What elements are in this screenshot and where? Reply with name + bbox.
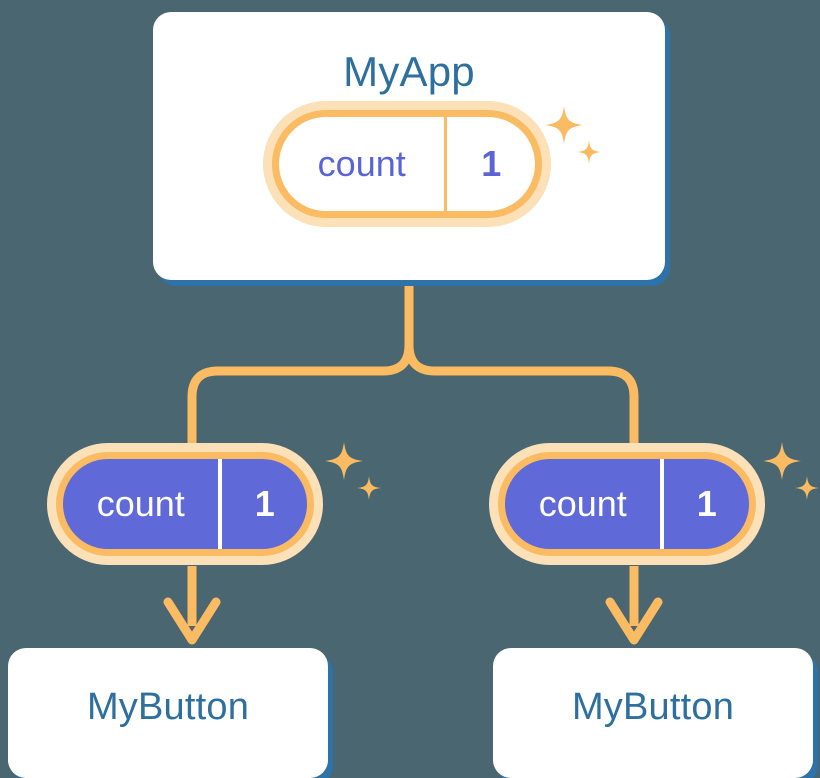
connector-right-branch bbox=[404, 281, 639, 467]
state-pill-left[interactable]: count 1 bbox=[56, 452, 314, 556]
state-pill-right-key: count bbox=[538, 483, 627, 524]
card-mybutton-left-title: MyButton bbox=[86, 686, 250, 728]
card-myapp-title: MyApp bbox=[343, 48, 475, 95]
state-pill-myapp-value: 1 bbox=[444, 117, 535, 211]
state-pill-right-value: 1 bbox=[660, 459, 749, 549]
arrow-head-right bbox=[605, 597, 663, 645]
state-pill-myapp[interactable]: count 1 bbox=[272, 110, 542, 218]
arrow-head-left bbox=[163, 597, 221, 645]
state-pill-right[interactable]: count 1 bbox=[498, 452, 756, 556]
card-mybutton-right-title: MyButton bbox=[571, 686, 735, 728]
card-mybutton-left[interactable]: MyButton bbox=[8, 648, 328, 778]
state-pill-left-key: count bbox=[96, 483, 185, 524]
card-mybutton-right[interactable]: MyButton bbox=[493, 648, 813, 778]
state-pill-left-value: 1 bbox=[218, 459, 307, 549]
state-pill-myapp-key: count bbox=[317, 143, 406, 184]
connector-left-branch bbox=[187, 281, 414, 467]
